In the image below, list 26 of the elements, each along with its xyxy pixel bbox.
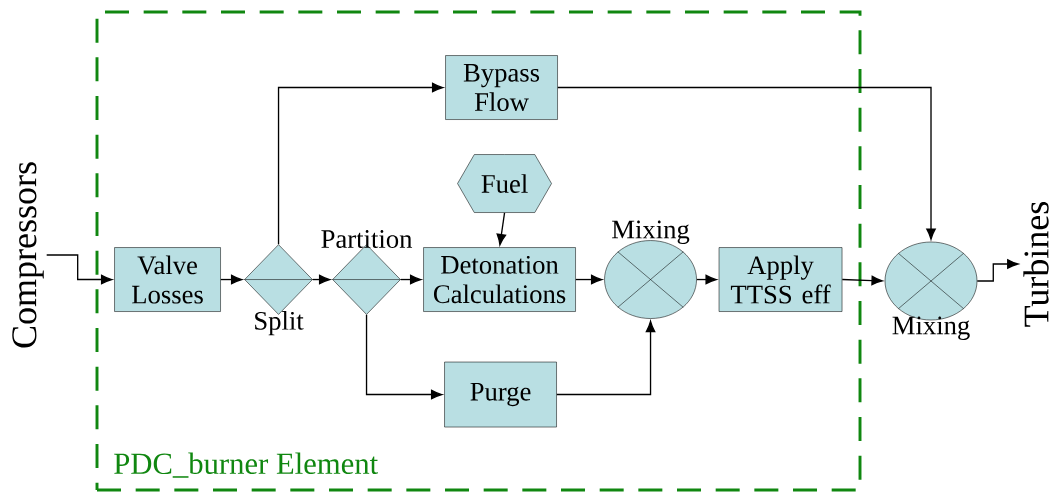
process-box: Valve Losses xyxy=(114,247,221,312)
process-box: Detonation Calculations xyxy=(423,247,576,312)
arrow xyxy=(46,254,113,285)
node-caption: Split xyxy=(255,311,304,336)
node-caption: Partition xyxy=(321,230,413,248)
frame-title: PDC_burner Element xyxy=(114,452,378,478)
side-label: Turbines xyxy=(1023,201,1049,327)
arrow xyxy=(277,82,444,245)
arrow xyxy=(496,212,507,246)
node-caption: Mixing xyxy=(612,220,690,244)
arrow xyxy=(556,320,656,396)
arrow xyxy=(575,274,603,285)
input-hexagon: Fuel xyxy=(457,154,552,213)
arrow xyxy=(696,274,717,285)
arrow xyxy=(365,314,443,400)
arrow xyxy=(400,274,422,285)
process-box: Bypass Flow xyxy=(445,55,558,120)
arrow xyxy=(312,274,331,285)
arrow xyxy=(220,274,243,285)
side-label: Compressors xyxy=(12,162,44,348)
arrow xyxy=(557,86,936,240)
process-box: Apply TTSS eff xyxy=(718,247,843,312)
arrow xyxy=(976,259,1019,282)
process-box: Purge xyxy=(444,361,557,428)
node-caption: Mixing xyxy=(892,316,970,340)
arrow xyxy=(841,275,883,286)
